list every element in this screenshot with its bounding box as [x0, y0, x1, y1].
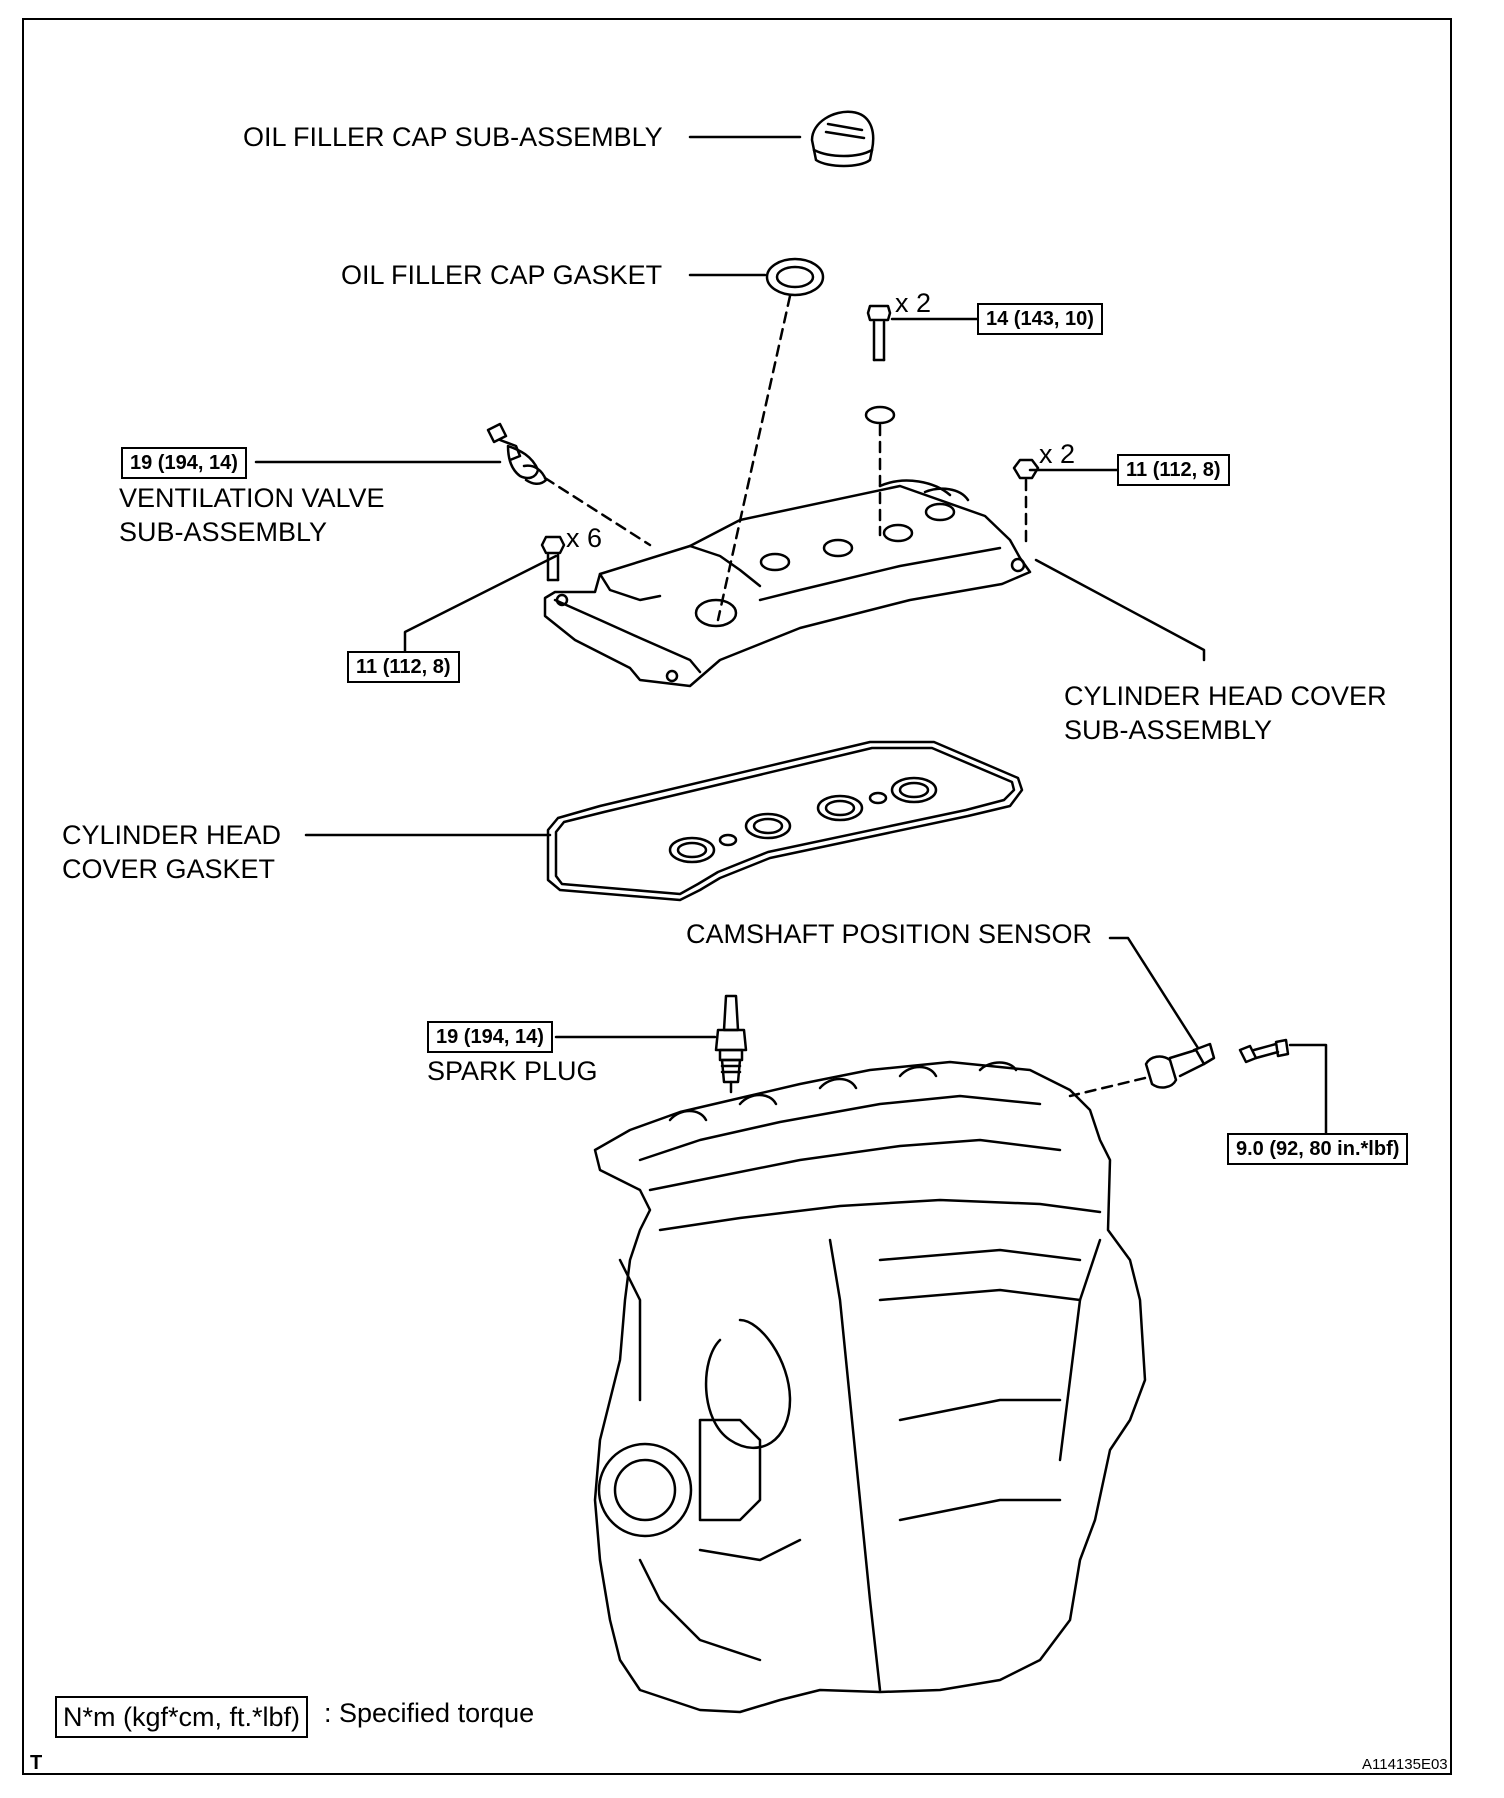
camshaft-position-sensor-drawing: [1144, 1042, 1216, 1089]
diagram-frame: [22, 18, 1452, 1775]
corner-letter: T: [30, 1752, 43, 1774]
label-camshaft-position-sensor: CAMSHAFT POSITION SENSOR: [686, 919, 1093, 949]
qty-cover-bolts-left: x 6: [566, 523, 603, 553]
spark-plug-drawing: [714, 994, 748, 1094]
leader-camshaft-sensor: [1108, 936, 1200, 1050]
label-oil-filler-cap-gasket: OIL FILLER CAP GASKET: [341, 260, 663, 290]
top-bolt-drawing: [866, 304, 892, 362]
torque-ventilation-valve: 19 (194, 14): [121, 447, 247, 479]
qty-cover-bolt-top: x 2: [895, 288, 932, 318]
label-cylinder-head-cover-gasket: CYLINDER HEAD COVER GASKET: [62, 820, 282, 884]
leader-sensor-bolt: [1288, 1043, 1328, 1138]
torque-cover-bolts-left: 11 (112, 8): [347, 651, 460, 683]
cylinder-head-cover-drawing: [543, 479, 1032, 688]
ventilation-valve-drawing: [486, 422, 548, 485]
torque-cover-nut-right: 11 (112, 8): [1117, 454, 1230, 486]
legend-unit-box: N*m (kgf*cm, ft.*lbf): [55, 1696, 309, 1738]
grommet-drawing: [864, 405, 896, 425]
sensor-bolt-drawing: [1238, 1038, 1290, 1064]
leader-cylinder-head-cover: [1034, 558, 1206, 662]
right-nut-drawing: [1012, 458, 1040, 480]
torque-spark-plug: 19 (194, 14): [427, 1021, 553, 1053]
engine-block-drawing: [593, 1060, 1147, 1714]
torque-camshaft-sensor-bolt: 9.0 (92, 80 in.*lbf): [1227, 1133, 1409, 1165]
label-oil-filler-cap: OIL FILLER CAP SUB-ASSEMBLY: [243, 122, 663, 152]
legend-text: : Specified torque: [324, 1698, 535, 1728]
torque-cover-bolt-top: 14 (143, 10): [977, 303, 1103, 335]
oil-filler-cap-gasket-drawing: [765, 257, 825, 297]
figure-id: A114135E03: [1362, 1756, 1448, 1773]
dash-gasket-to-cover: [716, 294, 792, 622]
leader-left-bolts: [403, 554, 558, 657]
label-ventilation-valve: VENTILATION VALVE SUB-ASSEMBLY: [119, 483, 385, 547]
oil-filler-cap-drawing: [810, 110, 875, 168]
label-spark-plug: SPARK PLUG: [427, 1056, 598, 1086]
label-cylinder-head-cover: CYLINDER HEAD COVER SUB-ASSEMBLY: [1064, 681, 1387, 745]
qty-cover-nut-right: x 2: [1039, 439, 1076, 469]
dash-valve-to-cover: [543, 476, 652, 547]
cylinder-head-cover-gasket-drawing: [546, 740, 1024, 902]
dash-sensor-to-engine: [1068, 1076, 1147, 1098]
